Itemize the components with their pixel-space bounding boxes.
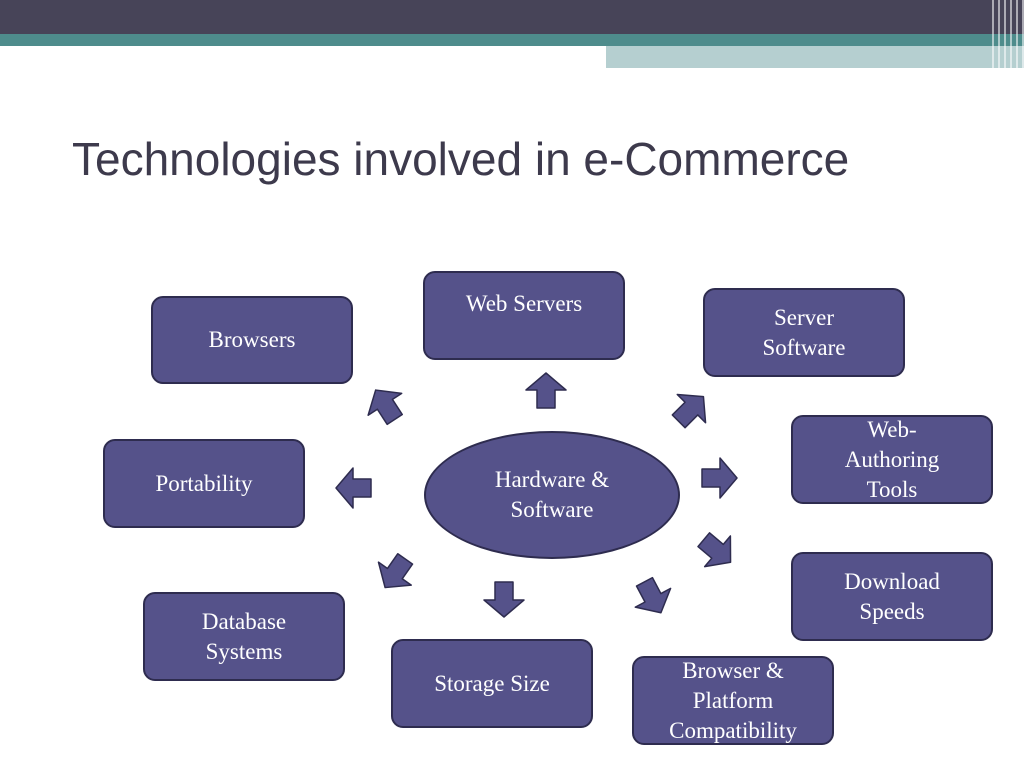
arrow-to-download-speeds xyxy=(697,532,732,568)
node-storage-size: Storage Size xyxy=(391,639,593,728)
node-web-authoring-tools: Web- Authoring Tools xyxy=(791,415,993,504)
hub-hardware-software: Hardware & Software xyxy=(424,431,680,559)
arrow-to-browser-platform-compatibility xyxy=(634,576,672,614)
arrow-to-server-software xyxy=(671,393,707,429)
arrow-to-database-systems xyxy=(377,552,414,589)
header-bar-teal xyxy=(0,34,1024,46)
arrow-to-portability xyxy=(335,467,372,509)
header-bar-dark xyxy=(0,0,1024,34)
arrow-to-web-authoring-tools xyxy=(701,457,738,499)
node-server-software: Server Software xyxy=(703,288,905,377)
header-bar-light-teal xyxy=(606,46,1024,68)
header-stripes xyxy=(992,0,1024,68)
node-download-speeds: Download Speeds xyxy=(791,552,993,641)
arrow-to-storage-size xyxy=(483,581,525,618)
node-portability: Portability xyxy=(103,439,305,528)
node-browser-platform-compatibility: Browser & Platform Compatibility xyxy=(632,656,834,745)
node-browsers: Browsers xyxy=(151,296,353,384)
slide-title: Technologies involved in e-Commerce xyxy=(72,133,850,185)
node-database-systems: Database Systems xyxy=(143,592,345,681)
arrow-to-web-servers xyxy=(525,372,567,409)
node-web-servers: Web Servers xyxy=(423,271,625,360)
arrow-to-browsers xyxy=(367,389,404,426)
